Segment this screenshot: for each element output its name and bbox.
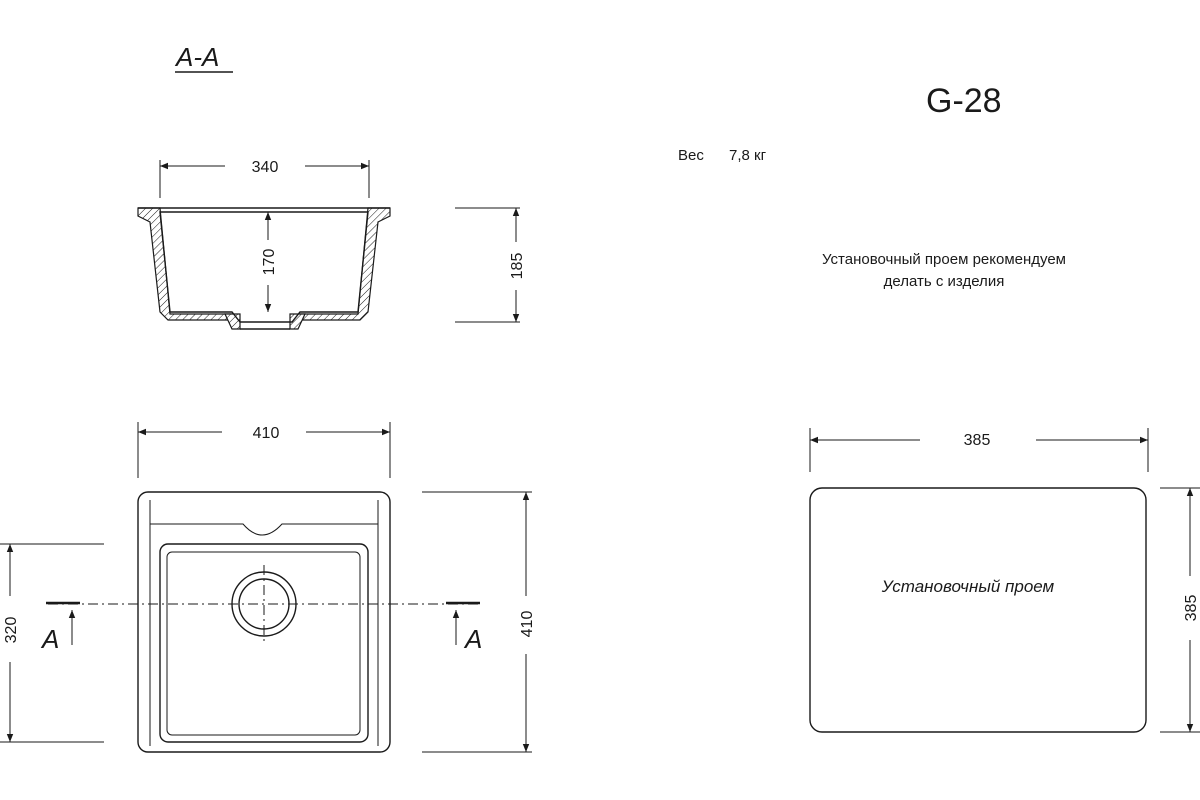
dim-410-width-label: 410 [253,425,280,442]
dim-section-height: 185 [455,207,526,323]
section-marker-left: A [40,601,80,654]
cutout-label: Установочный проем [881,577,1055,596]
dim-cutout-width: 385 [809,428,1149,472]
section-title-text: A-A [174,42,219,72]
dim-385-height-label: 385 [1183,595,1200,622]
marker-a-left: A [40,624,59,654]
weight-value: 7,8 кг [729,147,767,164]
dim-385-width-label: 385 [964,432,991,449]
dim-340-label: 340 [252,159,279,176]
section-profile [137,207,391,330]
sink-top-view [48,491,480,753]
section-title: A-A [174,42,233,73]
dim-top-height: 410 [422,491,536,753]
dim-410-height-label: 410 [519,611,536,638]
dim-170-label: 170 [261,249,278,276]
dim-section-width: 340 [159,159,370,198]
dim-bowl-height: 320 [0,543,104,743]
dim-cutout-height: 385 [1160,487,1200,733]
note-line-1: Установочный проем рекомендуем [822,251,1066,268]
marker-a-right: A [463,624,482,654]
model-name: G-28 [926,82,1002,120]
weight-label: Вес [678,147,704,164]
section-marker-right: A [446,601,482,654]
dim-section-depth: 170 [261,212,278,312]
note-line-2: делать с изделия [884,273,1005,290]
dim-185-label: 185 [509,253,526,280]
dim-320-label: 320 [3,617,20,644]
dim-top-width: 410 [137,422,391,478]
cutout-view: Установочный проем [809,487,1147,733]
